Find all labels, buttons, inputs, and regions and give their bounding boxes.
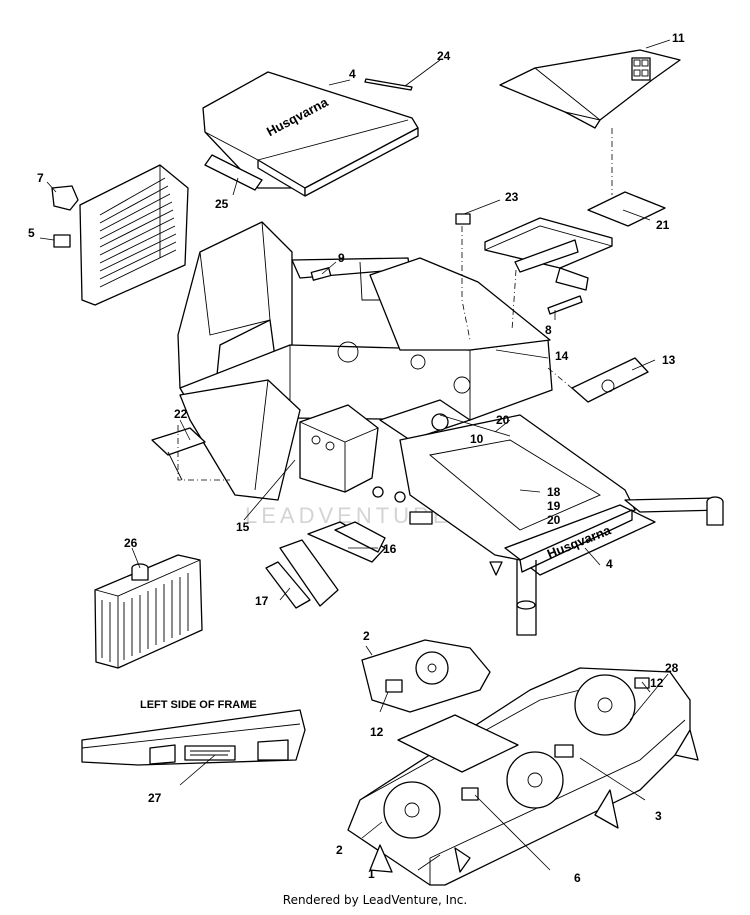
leader-lines <box>39 39 671 871</box>
pad-21 <box>587 191 666 227</box>
callout-27: 27 <box>148 791 162 805</box>
plate-17a <box>279 539 339 607</box>
callout-4a: 4 <box>349 67 356 81</box>
callout-2b: 2 <box>336 843 343 857</box>
callout-12b: 12 <box>650 676 664 690</box>
plate-17b <box>265 561 311 609</box>
callout-9: 9 <box>338 251 345 265</box>
callout-26: 26 <box>124 536 138 550</box>
strip-24 <box>364 78 413 91</box>
strip-25 <box>204 154 263 191</box>
callout-12a: 12 <box>370 725 384 739</box>
callout-1: 1 <box>368 867 375 881</box>
cutting-deck <box>347 667 699 886</box>
frame-side-27 <box>81 709 306 766</box>
radiator-26 <box>94 554 203 669</box>
callout-17: 17 <box>255 594 269 608</box>
callout-13: 13 <box>662 353 676 367</box>
callout-10: 10 <box>470 432 484 446</box>
deck-pulley-cover <box>361 639 491 713</box>
construction-lines <box>177 226 581 481</box>
footer-credit: Rendered by LeadVenture, Inc. <box>282 893 468 907</box>
shim-8 <box>547 295 583 315</box>
callout-20a: 20 <box>496 413 510 427</box>
hood-cover: Husqvarna <box>202 71 419 197</box>
callout-14: 14 <box>555 349 569 363</box>
shield-16a <box>307 521 386 563</box>
callout-21: 21 <box>656 218 670 232</box>
bracket-frame <box>484 217 613 291</box>
callout-4b: 4 <box>606 557 613 571</box>
grille-panel <box>79 164 189 306</box>
callout-2a: 2 <box>363 629 370 643</box>
callout-20b: 20 <box>547 513 561 527</box>
callout-19: 19 <box>547 499 561 513</box>
callout-25: 25 <box>215 197 229 211</box>
callout-23: 23 <box>505 190 519 204</box>
callout-16: 16 <box>383 542 397 556</box>
callout-24: 24 <box>437 49 451 63</box>
callout-18: 18 <box>547 485 561 499</box>
callout-11: 11 <box>672 31 685 45</box>
callout-28: 28 <box>665 661 679 675</box>
callout-22: 22 <box>174 407 188 421</box>
callout-5: 5 <box>28 226 35 240</box>
clip-23 <box>455 213 471 225</box>
callout-3: 3 <box>655 809 662 823</box>
console-panel <box>499 49 681 129</box>
callout-6: 6 <box>574 871 581 885</box>
frame-side-label: LEFT SIDE OF FRAME <box>140 699 257 711</box>
label-5 <box>53 234 71 248</box>
callout-15: 15 <box>236 520 250 534</box>
main-frame: Husqvarna <box>177 221 724 636</box>
gasket-7 <box>51 185 79 211</box>
decal-22 <box>151 427 206 456</box>
shield-16b <box>334 521 386 553</box>
callout-8: 8 <box>545 323 552 337</box>
callouts: 1 2 2 3 4 4 5 6 7 8 9 10 11 12 12 13 14 … <box>28 31 685 885</box>
callout-7: 7 <box>37 171 44 185</box>
